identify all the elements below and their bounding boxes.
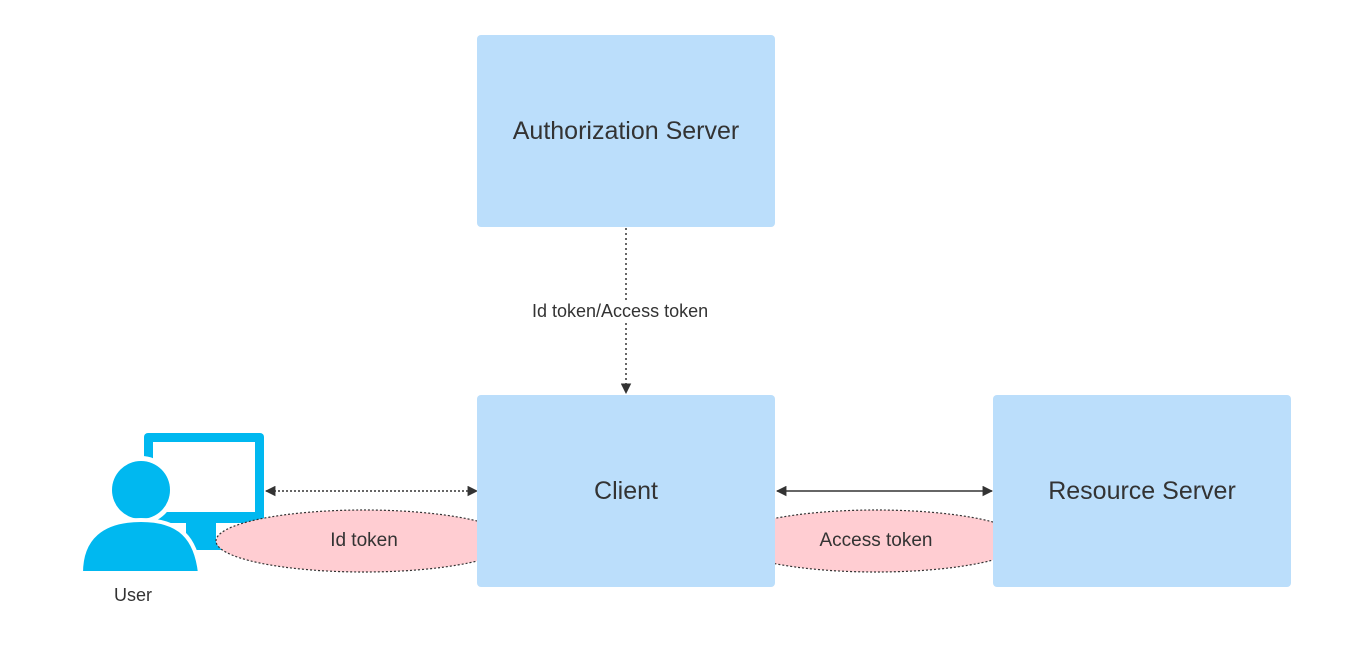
client-node: Client (477, 395, 775, 587)
resource-server-node: Resource Server (993, 395, 1291, 587)
user-computer-icon (78, 433, 264, 575)
id-token-pill: Id token (216, 510, 512, 572)
client-label: Client (594, 476, 658, 505)
id-token-label: Id token (330, 530, 398, 551)
user-label: User (114, 585, 153, 605)
authorization-server-label: Authorization Server (512, 116, 740, 145)
access-token-label: Access token (819, 530, 933, 551)
auth-to-client-label: Id token/Access token (532, 301, 709, 322)
access-token-pill: Access token (728, 510, 1024, 572)
authorization-server-node: Authorization Server (477, 35, 775, 227)
resource-server-label: Resource Server (1048, 476, 1236, 505)
